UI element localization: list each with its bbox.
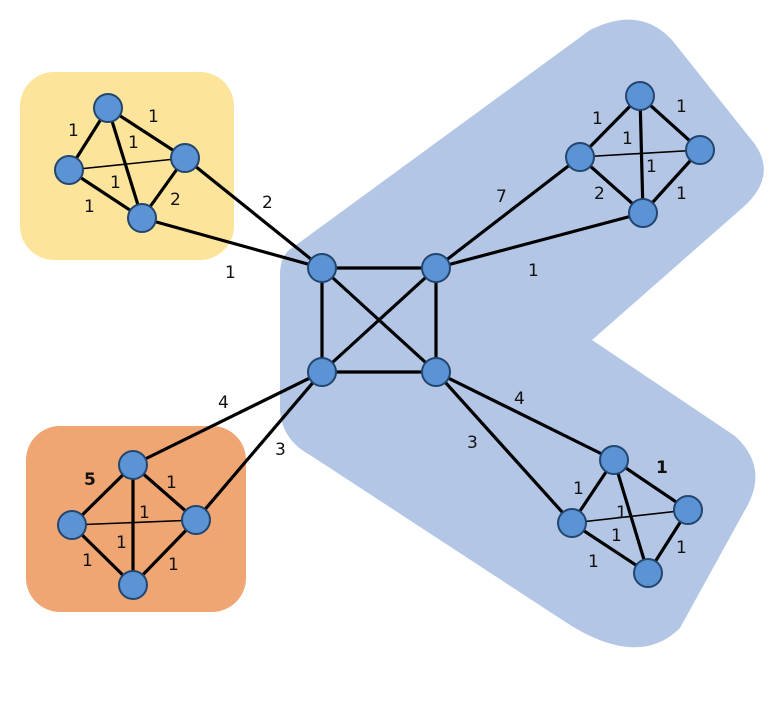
edge-weight-label: 1: [116, 533, 127, 553]
edge-weight-label: 1: [110, 173, 121, 193]
node: [673, 495, 703, 525]
node: [421, 357, 451, 387]
edge-weight-label: 1: [611, 526, 622, 546]
orange-cluster-region: [26, 426, 246, 612]
edge-weight-label: 1: [592, 109, 603, 129]
node: [57, 510, 87, 540]
edge-weight-label: 2: [262, 193, 273, 213]
node: [118, 570, 148, 600]
edge-center: [320, 266, 438, 374]
node: [565, 142, 595, 172]
edge-bridge: [132, 370, 323, 467]
node: [633, 558, 663, 588]
node: [557, 508, 587, 538]
edge-bridge: [435, 370, 615, 462]
edge-weight-label: 1: [622, 129, 633, 149]
edge-bridge: [434, 370, 574, 525]
edges: [67, 94, 702, 587]
edge-weight-label: 1: [676, 538, 687, 558]
edge-bridge: [183, 156, 324, 270]
node: [307, 253, 337, 283]
node: [181, 505, 211, 535]
edge-bridge: [194, 370, 324, 522]
node: [170, 143, 200, 173]
edge-weight-label: 1: [139, 503, 150, 523]
edge-weight-label: 3: [467, 433, 478, 453]
edge-weight-label: 1: [148, 107, 159, 127]
edge-weight-label: 2: [170, 190, 181, 210]
edge-weight-label: 3: [275, 440, 286, 460]
edge-weight-label: 1: [573, 479, 584, 499]
edge-weight-label: 2: [594, 184, 605, 204]
node: [599, 445, 629, 475]
edge-weight-label: 1: [656, 458, 668, 478]
edge-weight-label: 1: [225, 263, 236, 283]
node: [625, 81, 655, 111]
edge-weight-label: 1: [588, 552, 599, 572]
edge-weight-label: 1: [128, 133, 139, 153]
edge-weight-label: 1: [84, 197, 95, 217]
node: [93, 93, 123, 123]
node: [421, 253, 451, 283]
node: [127, 203, 157, 233]
edge-weight-label: 1: [68, 121, 79, 141]
edge-weight-label: 1: [168, 555, 179, 575]
edge-bridge: [435, 211, 644, 270]
edge-bridge: [141, 216, 323, 270]
edge-weight-label: 5: [84, 470, 96, 490]
edge-weight-label: 1: [676, 97, 687, 117]
edge-weight-label: 7: [496, 187, 507, 207]
node: [628, 198, 658, 228]
node: [685, 135, 715, 165]
edge-bridge: [435, 155, 581, 270]
edge-weight-label: 1: [646, 157, 657, 177]
edge-weight-label: 1: [676, 184, 687, 204]
edge-weight-label: 4: [514, 389, 525, 409]
node: [307, 357, 337, 387]
edge-weight-label: 1: [616, 503, 627, 523]
blue-cluster-region: [280, 19, 764, 648]
nodes: [54, 81, 715, 600]
node: [54, 155, 84, 185]
edge-weight-label: 1: [528, 261, 539, 281]
edge-weight-label: 1: [166, 473, 177, 493]
edge-weight-label: 4: [218, 393, 229, 413]
edge-weight-label: 1: [82, 551, 93, 571]
node: [118, 450, 148, 480]
